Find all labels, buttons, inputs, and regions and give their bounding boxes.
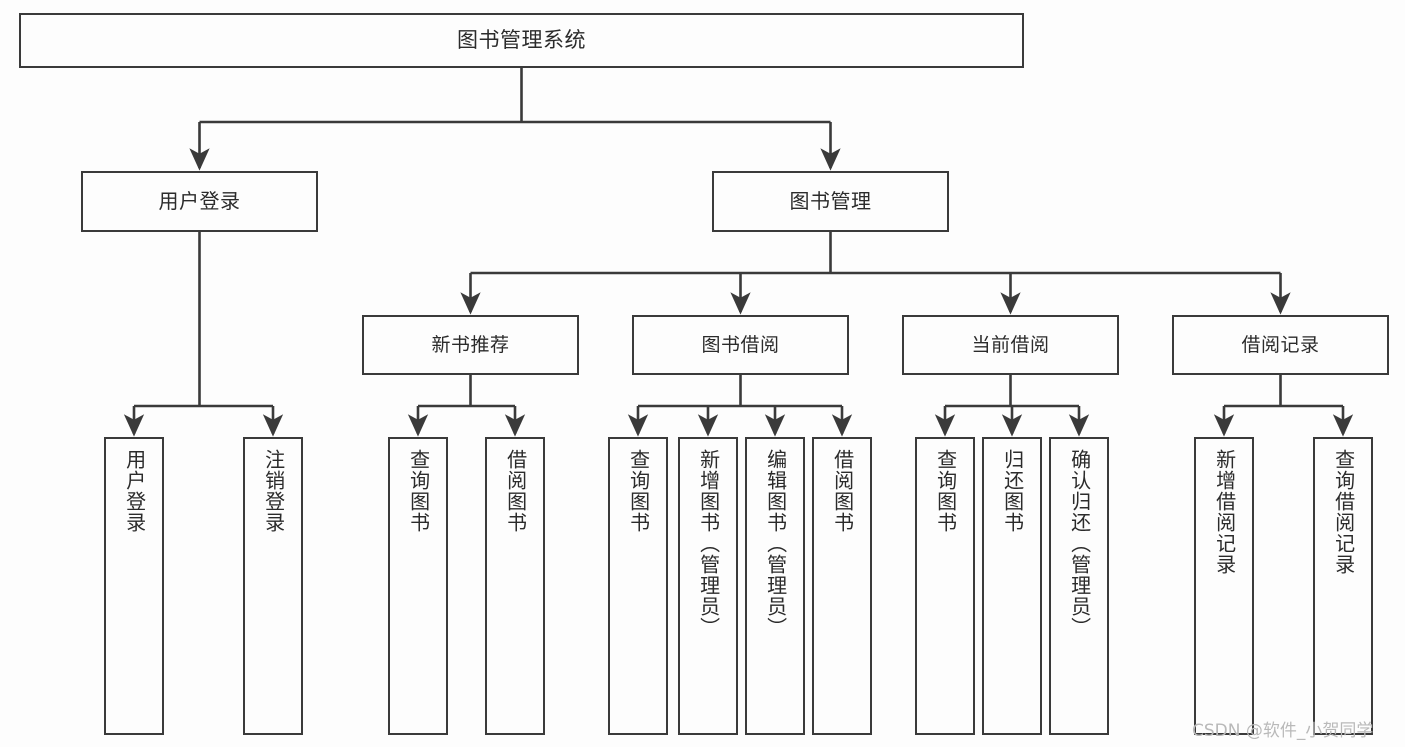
node-label: 用户登录 xyxy=(158,188,241,213)
node-leaf-nb-1[interactable]: 查询图书 xyxy=(388,437,448,735)
node-bookmgmt[interactable]: 图书管理 xyxy=(712,171,949,232)
node-login[interactable]: 用户登录 xyxy=(81,171,318,232)
watermark-label: CSDN @软件_小贺同学 xyxy=(1192,721,1374,741)
node-leaf-logout[interactable]: 注销登录 xyxy=(243,437,303,735)
node-leaf-cu-2[interactable]: 归还图书 xyxy=(982,437,1042,735)
node-current[interactable]: 当前借阅 xyxy=(902,315,1119,375)
node-label: 确认归还（管理员） xyxy=(1067,449,1092,638)
node-label: 查询借阅记录 xyxy=(1331,449,1356,575)
node-label: 图书管理 xyxy=(789,188,872,213)
node-label: 查询图书 xyxy=(406,449,431,533)
node-leaf-br-3[interactable]: 编辑图书（管理员） xyxy=(745,437,805,735)
node-leaf-br-1[interactable]: 查询图书 xyxy=(608,437,668,735)
node-leaf-cu-3[interactable]: 确认归还（管理员） xyxy=(1049,437,1109,735)
node-label: 查询图书 xyxy=(933,449,958,533)
node-leaf-nb-2[interactable]: 借阅图书 xyxy=(485,437,545,735)
node-borrow[interactable]: 图书借阅 xyxy=(632,315,849,375)
node-label: 图书管理系统 xyxy=(457,28,586,53)
node-root[interactable]: 图书管理系统 xyxy=(19,13,1024,68)
node-label: 新增图书（管理员） xyxy=(696,449,721,638)
node-label: 借阅图书 xyxy=(830,449,855,533)
node-label: 新增借阅记录 xyxy=(1212,449,1237,575)
node-leaf-cu-1[interactable]: 查询图书 xyxy=(915,437,975,735)
node-leaf-br-4[interactable]: 借阅图书 xyxy=(812,437,872,735)
node-newbooks[interactable]: 新书推荐 xyxy=(362,315,579,375)
node-leaf-login[interactable]: 用户登录 xyxy=(104,437,164,735)
node-label: 注销登录 xyxy=(261,449,286,533)
node-records[interactable]: 借阅记录 xyxy=(1172,315,1389,375)
node-label: 借阅记录 xyxy=(1241,333,1320,356)
node-label: 当前借阅 xyxy=(971,333,1050,356)
node-leaf-br-2[interactable]: 新增图书（管理员） xyxy=(678,437,738,735)
node-label: 图书借阅 xyxy=(701,333,780,356)
node-label: 借阅图书 xyxy=(503,449,528,533)
node-label: 新书推荐 xyxy=(431,333,510,356)
node-label: 归还图书 xyxy=(1000,449,1025,533)
node-label: 用户登录 xyxy=(122,449,147,533)
node-leaf-rc-2[interactable]: 查询借阅记录 xyxy=(1313,437,1373,735)
node-leaf-rc-1[interactable]: 新增借阅记录 xyxy=(1194,437,1254,735)
node-label: 编辑图书（管理员） xyxy=(763,449,788,638)
node-label: 查询图书 xyxy=(626,449,651,533)
